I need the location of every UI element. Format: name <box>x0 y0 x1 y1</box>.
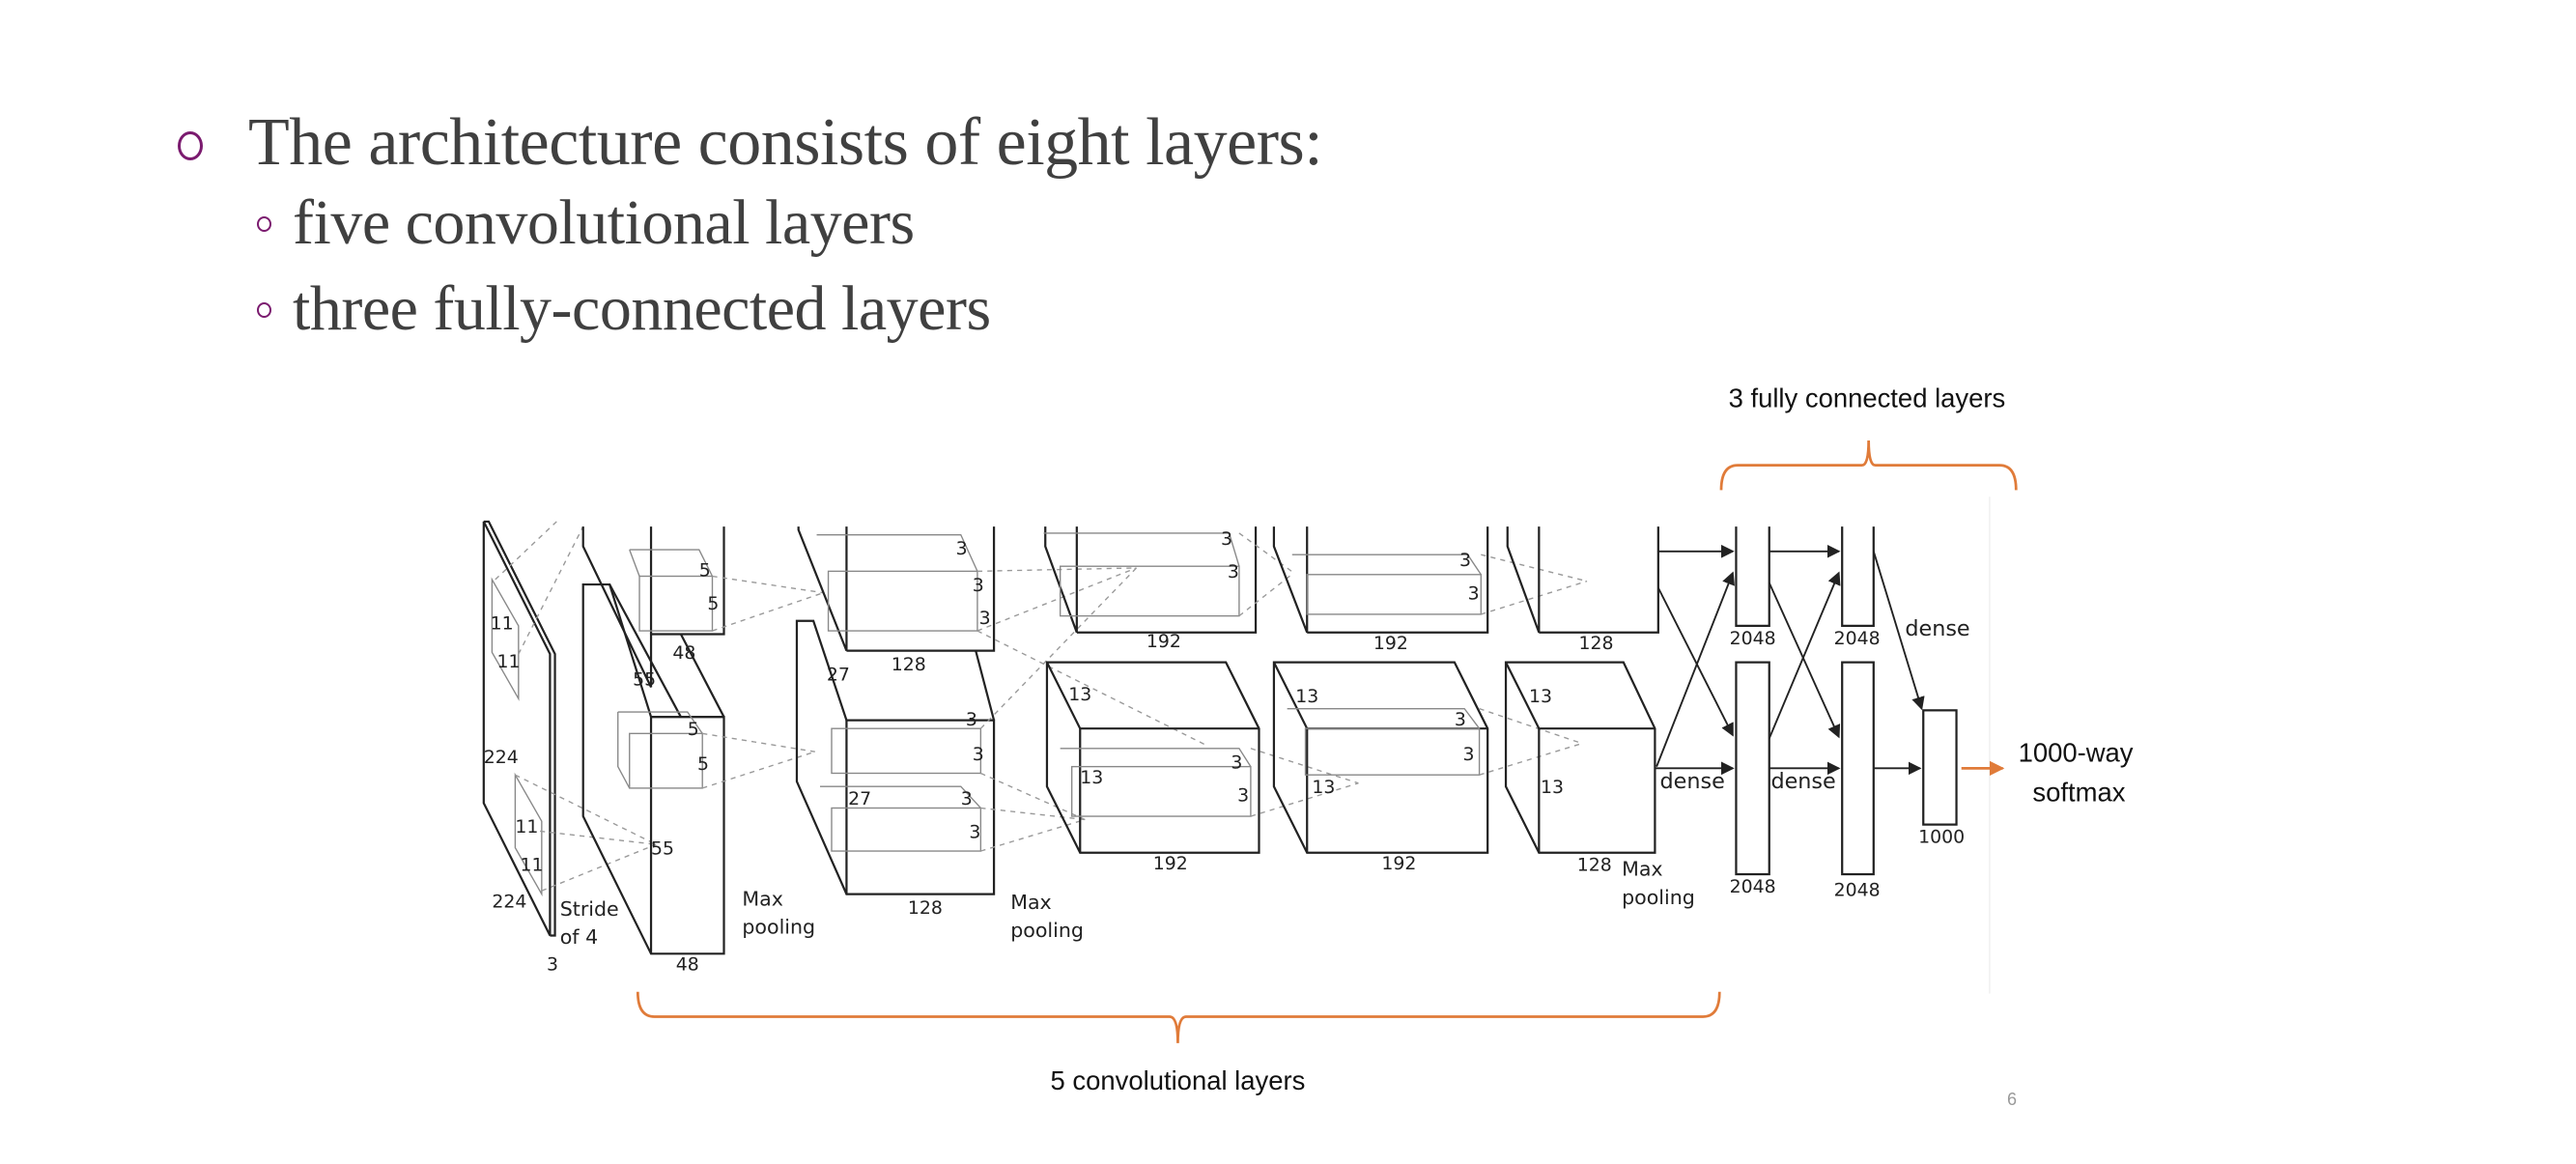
pool2-label-2: pooling <box>1010 919 1084 942</box>
conv4-layer <box>1272 526 1489 854</box>
conv1-kernel-b: 5 <box>707 593 719 614</box>
conv2-kernel-d: 3 <box>966 709 977 730</box>
conv2-kernel-f: 3 <box>961 788 973 809</box>
fc7-units-top: 2048 <box>1834 628 1881 649</box>
conv3-size-top: 13 <box>1068 684 1091 705</box>
conv1-depth: 48 <box>676 953 699 975</box>
conv1-layer <box>581 526 725 955</box>
pool1-label-2: pooling <box>742 916 815 939</box>
page-number: 6 <box>2007 1090 2018 1109</box>
conv4-kernel-d: 3 <box>1462 744 1474 765</box>
conv5-depth: 128 <box>1577 855 1612 876</box>
pool3-label-1: Max <box>1622 858 1663 881</box>
softmax-label-1: 1000-way <box>2019 737 2134 767</box>
stride-label-1: Stride <box>560 897 619 921</box>
conv1-kernel-d: 5 <box>697 753 709 775</box>
conv4-kernel-b: 3 <box>1468 583 1480 605</box>
conv2-size-top: 27 <box>827 664 850 685</box>
conv3-layer <box>1043 526 1260 854</box>
fc6-layer <box>1735 526 1770 876</box>
fc7-units: 2048 <box>1834 879 1881 900</box>
bullet-level1-icon <box>178 131 203 160</box>
conv3-depth: 192 <box>1153 853 1188 874</box>
conv2-kernel-c: 3 <box>979 608 991 629</box>
fc-layers-caption: 3 fully connected layers <box>1729 383 2006 413</box>
fc-bracket <box>1719 440 2018 491</box>
softmax-label-2: softmax <box>2032 778 2125 808</box>
fc8-layer <box>1922 709 1958 826</box>
conv3-size: 13 <box>1080 767 1103 788</box>
conv2-kernel-e: 3 <box>973 744 984 765</box>
fc6-units: 2048 <box>1730 876 1776 897</box>
bullet-architecture: The architecture consists of eight layer… <box>248 105 1323 180</box>
conv5-size-top: 13 <box>1529 686 1552 707</box>
conv2-layer <box>795 526 996 895</box>
input-width: 224 <box>492 891 526 912</box>
input-kernel-c: 11 <box>515 816 538 838</box>
conv3-depth-top: 192 <box>1146 631 1181 652</box>
conv-layers-caption: 5 convolutional layers <box>1051 1065 1306 1095</box>
conv4-size-top: 13 <box>1295 686 1318 707</box>
bullet-level2-icon <box>257 216 271 232</box>
fc7-layer <box>1841 526 1875 876</box>
conv2-kernel-b: 3 <box>973 575 984 596</box>
conv3-dotted-connections <box>1238 532 1359 817</box>
input-dotted-connections <box>495 521 657 892</box>
bullet-fc-layers: three fully-connected layers <box>293 273 991 344</box>
conv2-dotted-connections <box>977 567 1206 852</box>
conv3-kernel-b: 3 <box>1228 561 1239 582</box>
conv4-depth-top: 192 <box>1373 633 1408 654</box>
fc8-units: 1000 <box>1918 826 1965 847</box>
dense-label-fc7: dense <box>1770 769 1835 794</box>
conv2-size: 27 <box>848 788 871 809</box>
conv4-dotted-connections <box>1479 554 1588 776</box>
conv-bracket <box>636 991 1721 1043</box>
input-height: 224 <box>484 747 519 768</box>
conv3-kernel-d: 3 <box>1237 785 1249 807</box>
conv4-depth: 192 <box>1381 853 1416 874</box>
conv5-depth-top: 128 <box>1579 633 1614 654</box>
conv5-layer <box>1504 526 1659 854</box>
input-depth: 3 <box>547 953 558 975</box>
conv2-kernel-a: 3 <box>956 538 968 559</box>
input-kernel-b: 11 <box>497 651 521 672</box>
conv3-kernel-a: 3 <box>1221 528 1232 550</box>
conv1-depth-top: 48 <box>672 642 695 664</box>
conv4-kernel-c: 3 <box>1455 709 1466 730</box>
conv4-size: 13 <box>1312 777 1335 798</box>
conv1-dotted-connections <box>701 575 824 789</box>
conv3-kernel-c: 3 <box>1231 752 1242 773</box>
conv1-size: 55 <box>651 838 674 859</box>
bullet-level2-icon <box>257 302 271 318</box>
conv2-depth: 128 <box>908 897 943 919</box>
dense-label-fc8: dense <box>1905 616 1969 641</box>
pool1-label-1: Max <box>742 888 783 911</box>
fc-arrows <box>1655 544 1925 776</box>
conv2-kernel-g: 3 <box>969 821 980 842</box>
input-kernel-a: 11 <box>491 612 514 634</box>
conv4-kernel-a: 3 <box>1459 550 1471 571</box>
bullet-conv-layers: five convolutional layers <box>293 187 915 258</box>
dense-label-fc6: dense <box>1660 769 1725 794</box>
stride-label-2: of 4 <box>560 925 598 949</box>
pool3-label-2: pooling <box>1622 886 1695 909</box>
fc6-units-top: 2048 <box>1730 628 1776 649</box>
conv1-size-top: 55 <box>633 669 656 691</box>
input-kernel-d: 11 <box>521 855 544 876</box>
conv5-size: 13 <box>1541 777 1564 798</box>
conv1-kernel-c: 5 <box>688 719 699 740</box>
input-layer <box>482 520 556 937</box>
pool2-label-1: Max <box>1010 891 1052 914</box>
conv2-depth-top: 128 <box>892 654 926 675</box>
conv1-kernel-a: 5 <box>699 560 711 582</box>
